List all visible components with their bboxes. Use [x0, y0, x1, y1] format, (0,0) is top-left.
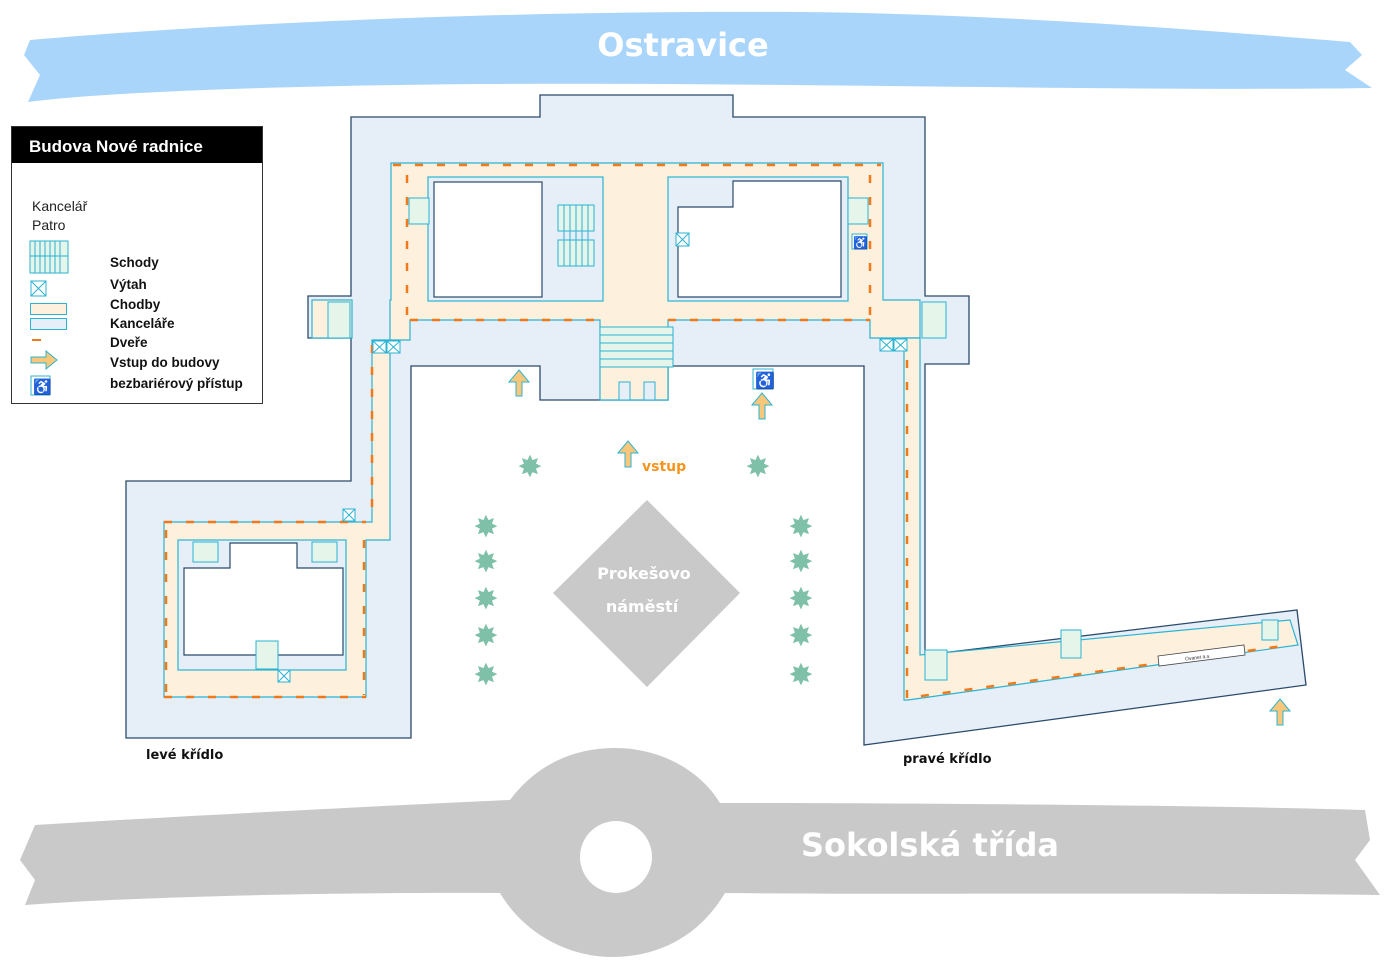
square-label-1: Prokešovo	[597, 564, 691, 583]
trees: ✸✸ ✸✸✸✸✸ ✸✸✸✸✸	[473, 451, 813, 692]
road-label: Sokolská třída	[801, 826, 1059, 864]
office-swatch	[30, 318, 67, 330]
shop-unit	[1157, 644, 1246, 667]
svg-text:♿: ♿	[853, 236, 868, 250]
square-label-2: náměstí	[606, 597, 680, 616]
stairs-icon	[29, 240, 69, 274]
door-icon	[32, 339, 41, 341]
left-wing-label: levé křídlo	[146, 748, 223, 763]
legend-label-entrance: Vstup do budovy	[110, 355, 220, 370]
legend-label-corridors: Chodby	[110, 297, 161, 312]
elevator-icons	[277, 232, 908, 683]
svg-text:✸: ✸	[745, 451, 770, 484]
legend-label-accessible: bezbariérový přístup	[110, 376, 243, 391]
wheelchair-icon: ♿	[30, 375, 52, 396]
legend-label-doors: Dveře	[110, 335, 148, 350]
courtyards	[183, 180, 842, 656]
legend-label-elevator: Výtah	[110, 277, 147, 292]
river-label: Ostravice	[597, 26, 768, 64]
svg-text:✸: ✸	[473, 511, 498, 544]
svg-text:♿: ♿	[33, 378, 52, 396]
river-ostravice	[24, 11, 1372, 102]
svg-text:✸: ✸	[473, 583, 498, 616]
legend-office-text: Kancelář	[32, 198, 88, 214]
svg-text:✸: ✸	[788, 659, 813, 692]
right-wing-label: pravé křídlo	[903, 752, 992, 767]
wheelchair-icon: ♿ ♿	[752, 233, 868, 390]
stair-lines	[563, 205, 673, 360]
svg-text:✸: ✸	[473, 620, 498, 653]
svg-text:✸: ✸	[473, 546, 498, 579]
legend-label-offices: Kanceláře	[110, 316, 175, 331]
legend-label-stairs: Schody	[110, 255, 159, 270]
legend-floor-text: Patro	[32, 217, 66, 233]
elevator-icon	[30, 280, 47, 297]
entrance-arrow-icon	[30, 350, 58, 370]
svg-text:✸: ✸	[788, 546, 813, 579]
svg-text:✸: ✸	[788, 511, 813, 544]
legend: Budova Nové radnice Kancelář Patro Schod…	[11, 126, 263, 404]
svg-text:✸: ✸	[788, 583, 813, 616]
legend-title: Budova Nové radnice	[12, 127, 262, 163]
shop-label: Ovanet a.s.	[1185, 653, 1211, 662]
corridor-swatch	[30, 303, 67, 315]
entrance-arrows	[507, 369, 1292, 726]
svg-text:✸: ✸	[788, 620, 813, 653]
svg-text:✸: ✸	[517, 451, 542, 484]
svg-text:✸: ✸	[473, 659, 498, 692]
entrance-doors	[618, 381, 656, 401]
entrance-label: vstup	[642, 459, 686, 475]
square-prokesovo	[553, 500, 740, 687]
road-sokolska	[20, 748, 1380, 957]
roundabout-center	[580, 821, 652, 893]
svg-text:♿: ♿	[755, 371, 775, 390]
